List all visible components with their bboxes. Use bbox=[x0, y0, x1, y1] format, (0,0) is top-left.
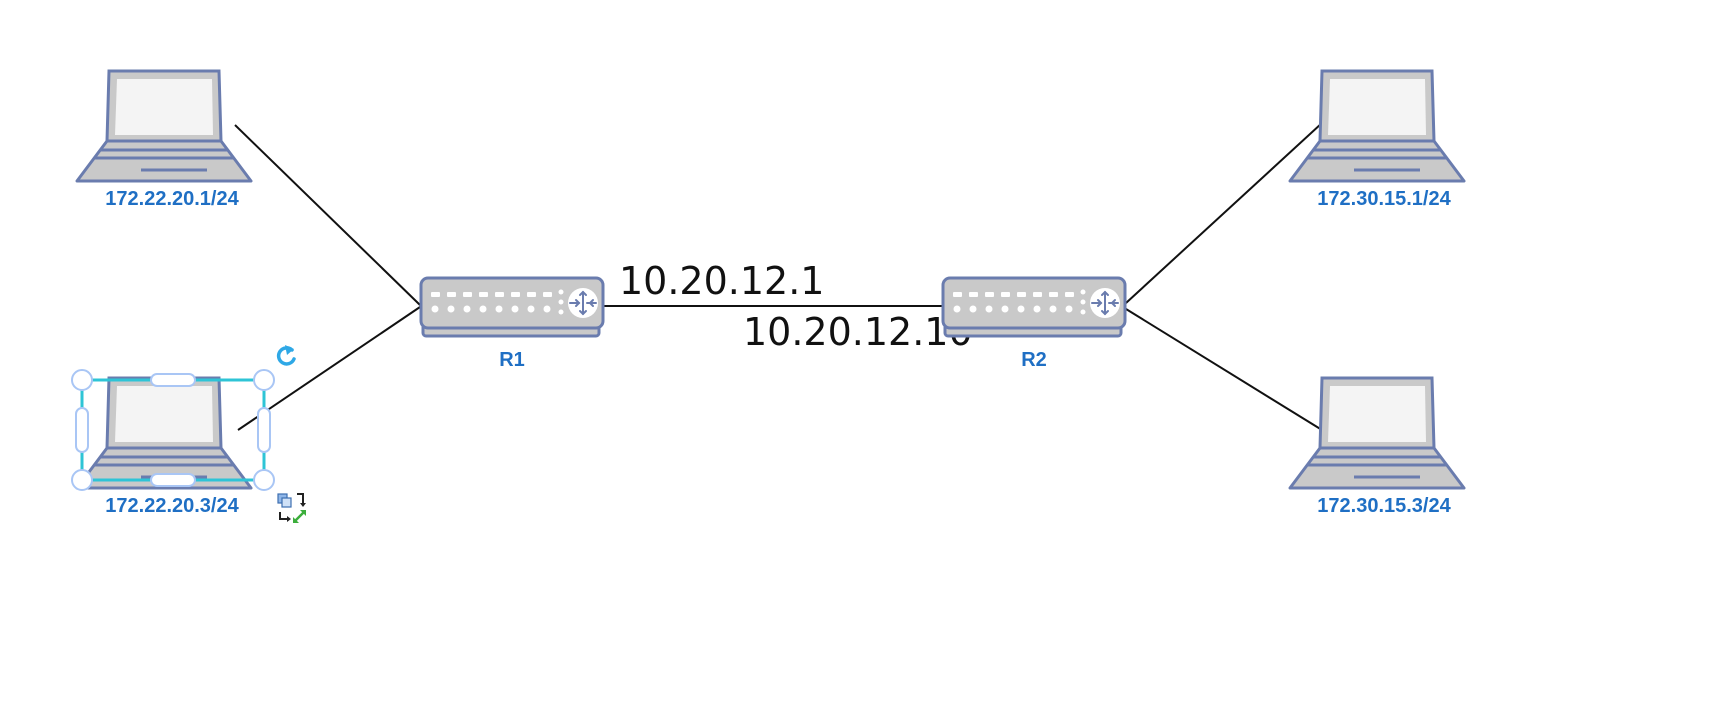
node-label-pc3[interactable]: 172.30.15.1/24 bbox=[1317, 188, 1451, 210]
router-icon bbox=[419, 276, 605, 338]
resize-handle-top-left[interactable] bbox=[71, 369, 93, 391]
resize-handle-bottom-left[interactable] bbox=[71, 469, 93, 491]
resize-handle-right[interactable] bbox=[257, 407, 271, 453]
node-label-pc1[interactable]: 172.22.20.1/24 bbox=[105, 188, 239, 210]
router-icon bbox=[941, 276, 1127, 338]
laptop-node-3[interactable] bbox=[1288, 69, 1466, 183]
arrange-icon[interactable] bbox=[277, 493, 306, 523]
laptop-node-1[interactable] bbox=[75, 69, 253, 183]
resize-handle-bottom-right[interactable] bbox=[253, 469, 275, 491]
link-label-r2[interactable]: 10.20.12.10 bbox=[743, 310, 973, 354]
node-label-pc2[interactable]: 172.22.20.3/24 bbox=[105, 495, 239, 517]
router-node-r1[interactable] bbox=[419, 276, 605, 338]
router-node-r2[interactable] bbox=[941, 276, 1127, 338]
laptop-icon bbox=[1288, 69, 1466, 183]
resize-handle-top-right[interactable] bbox=[253, 369, 275, 391]
laptop-icon bbox=[75, 69, 253, 183]
link-pc1-r1[interactable] bbox=[234, 124, 421, 306]
rotate-icon[interactable] bbox=[276, 345, 296, 366]
selection-box bbox=[71, 345, 306, 523]
node-label-r1[interactable]: R1 bbox=[499, 349, 525, 371]
link-label-r1[interactable]: 10.20.12.1 bbox=[619, 259, 824, 303]
link-r2-pc3[interactable] bbox=[1125, 122, 1323, 304]
laptop-node-4[interactable] bbox=[1288, 376, 1466, 490]
laptop-node-2[interactable] bbox=[75, 376, 253, 490]
laptop-icon bbox=[1288, 376, 1466, 490]
link-r2-pc4[interactable] bbox=[1125, 308, 1323, 431]
resize-handle-left[interactable] bbox=[75, 407, 89, 453]
node-label-pc4[interactable]: 172.30.15.3/24 bbox=[1317, 495, 1451, 517]
node-label-r2[interactable]: R2 bbox=[1021, 349, 1047, 371]
resize-handle-bottom[interactable] bbox=[150, 473, 196, 487]
resize-handle-top[interactable] bbox=[150, 373, 196, 387]
laptop-icon bbox=[75, 376, 253, 490]
